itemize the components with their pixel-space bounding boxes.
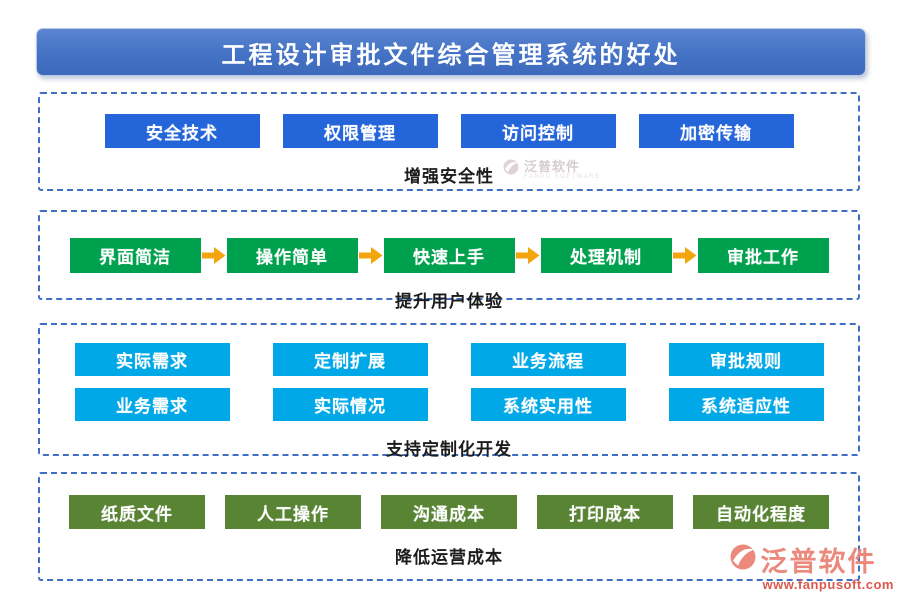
section-label: 支持定制化开发 (386, 440, 512, 459)
fanpu-logo-icon (502, 158, 520, 181)
section-security: 安全技术 权限管理 访问控制 加密传输 增强安全性 泛普软件 FANPU SOF… (38, 92, 860, 191)
diagram-node: 安全技术 (104, 114, 260, 148)
diagram-node: 审批工作 (697, 238, 829, 273)
diagram-node: 纸质文件 (69, 495, 205, 529)
diagram-node: 业务流程 (470, 343, 626, 376)
arrow-right-icon (672, 247, 697, 264)
diagram-node: 业务需求 (74, 388, 230, 421)
section-cost: 纸质文件 人工操作 沟通成本 打印成本 自动化程度 降低运营成本 (38, 472, 860, 581)
customization-row-1: 实际需求 定制扩展 业务流程 审批规则 (40, 343, 858, 376)
section-customization: 实际需求 定制扩展 业务流程 审批规则 业务需求 实际情况 系统实用性 系统适应… (38, 323, 860, 459)
diagram-node: 打印成本 (537, 495, 673, 529)
cost-items-row: 纸质文件 人工操作 沟通成本 打印成本 自动化程度 (40, 495, 858, 529)
diagram-node: 系统适应性 (668, 388, 824, 421)
section-label: 提升用户体验 (395, 292, 503, 311)
diagram-node: 审批规则 (668, 343, 824, 376)
diagram-node: 自动化程度 (693, 495, 829, 529)
diagram-node: 沟通成本 (381, 495, 517, 529)
diagram-node: 人工操作 (225, 495, 361, 529)
diagram-node: 系统实用性 (470, 388, 626, 421)
watermark-url: www.fanpusoft.com (762, 577, 894, 592)
diagram-node: 处理机制 (540, 238, 672, 273)
watermark-corner: 泛普软件 www.fanpusoft.com (728, 540, 894, 592)
security-items-row: 安全技术 权限管理 访问控制 加密传输 (40, 114, 858, 148)
page-title: 工程设计审批文件综合管理系统的好处 (36, 28, 866, 76)
arrow-right-icon (515, 247, 540, 264)
arrow-right-icon (201, 247, 226, 264)
diagram-node: 加密传输 (638, 114, 794, 148)
arrow-right-icon (358, 247, 383, 264)
watermark-name: 泛普软件 (524, 158, 581, 174)
watermark-inline: 泛普软件 FANPU SOFTWARE (502, 158, 600, 181)
fanpu-logo-icon (728, 542, 758, 577)
watermark-subtext: FANPU SOFTWARE (524, 173, 601, 180)
section-label: 降低运营成本 (395, 548, 503, 567)
customization-row-2: 业务需求 实际情况 系统实用性 系统适应性 (40, 388, 858, 421)
diagram-node: 界面简洁 (69, 238, 201, 273)
watermark-name: 泛普软件 (760, 547, 877, 577)
diagram-node: 实际情况 (272, 388, 428, 421)
diagram-node: 定制扩展 (272, 343, 428, 376)
diagram-node: 访问控制 (460, 114, 616, 148)
diagram-node: 实际需求 (74, 343, 230, 376)
section-experience: 界面简洁 操作简单 快速上手 处理机制 审批工作 提升用户体验 (38, 210, 860, 311)
experience-flow-row: 界面简洁 操作简单 快速上手 处理机制 审批工作 (40, 238, 858, 273)
diagram-node: 快速上手 (383, 238, 515, 273)
section-label: 增强安全性 (404, 167, 494, 186)
diagram-node: 操作简单 (226, 238, 358, 273)
diagram-node: 权限管理 (282, 114, 438, 148)
